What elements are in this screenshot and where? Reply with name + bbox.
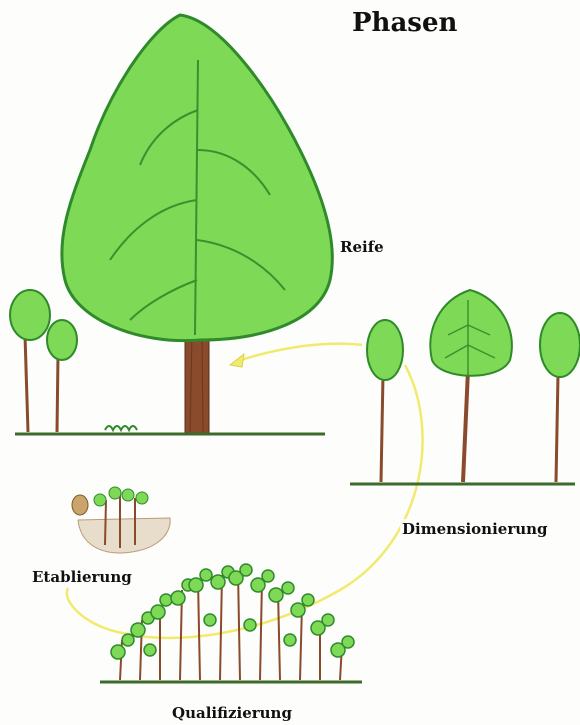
phase-label-etablierung: Etablierung [30,567,134,587]
phase-label-reife: Reife [338,237,386,257]
dimension-trees [367,290,580,482]
young-stand [111,564,354,680]
mature-tree [62,15,333,435]
diagram-title: Phasen [352,8,457,38]
phase-label-qualifizierung: Qualifizierung [170,703,294,723]
seedling-group [72,487,170,553]
phase-label-dimensionierung: Dimensionierung [400,519,550,539]
